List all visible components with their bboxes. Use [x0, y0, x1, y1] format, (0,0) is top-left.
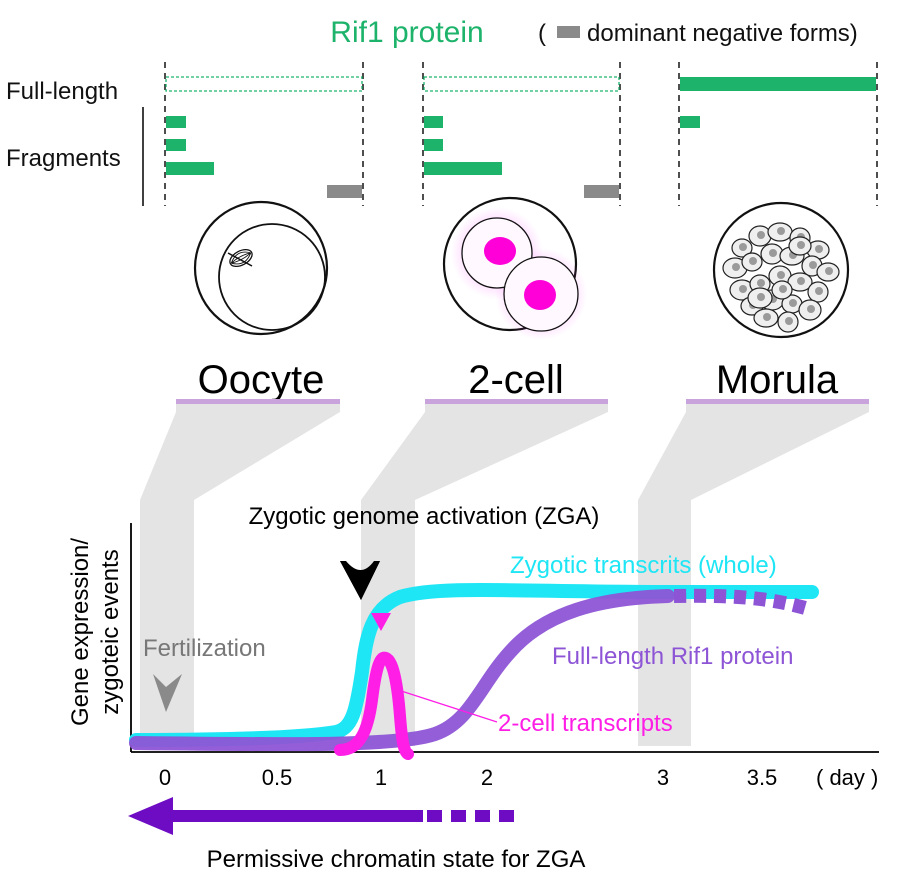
fragment-bar: [166, 139, 186, 151]
tick-label: 0: [159, 765, 171, 790]
permissive-chromatin-label: Permissive chromatin state for ZGA: [207, 846, 586, 873]
blastomere-nucleus: [815, 245, 823, 253]
oocyte-drawing: [193, 200, 329, 336]
oocyte-protein-bars: [165, 76, 363, 198]
two-cell-callout-line: [391, 687, 498, 723]
stage-label-oocyte: Oocyte: [198, 358, 325, 402]
blastomere-nucleus: [777, 227, 785, 235]
band-oocyte: [140, 403, 340, 746]
morula-drawing: [712, 201, 850, 339]
tick-label: 3: [657, 765, 669, 790]
stage-label-morula: Morula: [716, 358, 839, 402]
2cell-protein-bars: [423, 76, 620, 198]
curve-label-rif1: Full-length Rif1 protein: [552, 643, 793, 670]
panel-title: Rif1 protein: [330, 16, 483, 49]
blastomere-nucleus: [757, 231, 765, 239]
fertilization-label: Fertilization: [143, 635, 266, 662]
fragment-bar: [424, 139, 443, 151]
tick-label: 3.5: [747, 765, 778, 790]
band-2cell: [361, 403, 608, 746]
fertilization-arrowhead-icon: [153, 674, 182, 712]
row-label-full-length: Full-length: [6, 78, 118, 105]
nucleus: [484, 237, 516, 265]
band-morula: [638, 403, 869, 746]
dominant-negative-bar: [584, 185, 619, 198]
protein-panel-guides: [164, 62, 878, 206]
blastomere-cluster: [722, 222, 840, 333]
stage-connector-bands: [140, 403, 869, 746]
blastomere-nucleus: [815, 287, 823, 295]
blastomere-nucleus: [807, 305, 815, 313]
legend-grey-swatch: [557, 26, 580, 38]
blastomere-nucleus: [785, 317, 793, 325]
svg-text:Gene expression/: Gene expression/: [67, 538, 94, 726]
legend-label: dominant negative forms): [587, 20, 858, 47]
row-label-fragments: Fragments: [6, 145, 121, 172]
blastomere-nucleus: [777, 271, 785, 279]
two-cell-transcripts-curve: [334, 651, 414, 760]
tick-label: 2: [481, 765, 493, 790]
y-axis-label: Gene expression/ zygoteic events: [67, 538, 124, 726]
stage-label-2cell: 2-cell: [468, 358, 564, 402]
full-length-bar-absent-2cell: [423, 76, 620, 92]
tick-label: 1: [375, 765, 387, 790]
dominant-negative-bar: [327, 185, 362, 198]
zga-label: Zygotic genome activation (ZGA): [249, 503, 600, 530]
two-cell-peak-marker: [371, 613, 391, 631]
day-unit-label: ( day ): [816, 765, 878, 790]
left-arrowhead-icon: [128, 797, 173, 835]
blastomere-nucleus: [749, 257, 757, 265]
2cell-drawing: [442, 196, 587, 340]
blastomere-nucleus: [739, 285, 747, 293]
morula-protein-bars: [680, 77, 876, 128]
blastomere-nucleus: [797, 241, 805, 249]
fragment-bar: [424, 162, 502, 175]
fragment-bar: [166, 116, 186, 128]
permissive-chromatin-arrow: [128, 797, 522, 835]
curve-label-zygotic: Zygotic transcrits (whole): [510, 552, 777, 579]
blastomere-nucleus: [739, 243, 747, 251]
rif1-protein-curve-projected: [673, 588, 815, 617]
spindle-icon: [229, 248, 253, 268]
blastomere-nucleus: [732, 263, 740, 271]
fragment-bar: [166, 162, 214, 175]
stage-lilac-bars: [176, 399, 869, 404]
blastomere-nucleus: [809, 261, 817, 269]
curve-label-2cell: 2-cell transcripts: [498, 710, 673, 737]
fragment-bar: [680, 116, 700, 128]
legend-open-paren: (: [538, 20, 546, 47]
rif1-protein-curve: [129, 589, 675, 752]
x-tick-labels: 0 0.5 1 2 3 3.5 ( day ): [159, 765, 878, 790]
full-length-bar-absent-oocyte: [165, 76, 363, 92]
blastomere-nucleus: [757, 279, 765, 287]
blastomere-nucleus: [825, 267, 833, 275]
blastomere-nucleus: [769, 249, 777, 257]
nucleus: [524, 280, 556, 310]
blastomere-nucleus: [797, 277, 805, 285]
full-length-bar-morula: [680, 77, 876, 91]
tick-label: 0.5: [262, 765, 293, 790]
blastomere-nucleus: [789, 299, 797, 307]
blastomere-nucleus: [779, 285, 787, 293]
fragment-bar: [424, 116, 443, 128]
svg-text:zygoteic events: zygoteic events: [97, 549, 124, 714]
blastomere-nucleus: [763, 313, 771, 321]
blastomere-nucleus: [757, 293, 765, 301]
